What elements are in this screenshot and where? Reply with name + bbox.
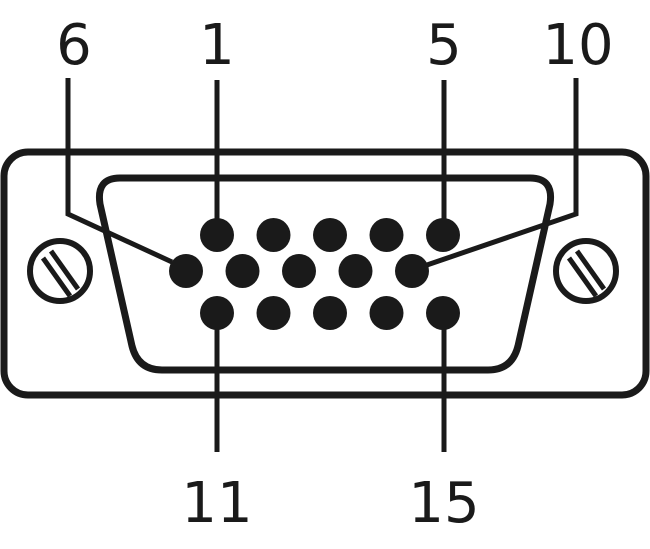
pin-3 (313, 218, 347, 252)
pin-15 (426, 296, 460, 330)
pin-4 (369, 218, 404, 252)
connector-shell (0, 148, 650, 399)
pin-12 (256, 296, 291, 330)
pin-label-5: 5 (426, 13, 462, 78)
pin-9 (338, 254, 373, 288)
pin-label-1: 1 (199, 13, 235, 78)
pin-label-10: 10 (542, 13, 613, 78)
pin-8 (282, 254, 316, 288)
screw-icon-left (27, 238, 93, 304)
pin-2 (256, 218, 291, 252)
pin-10 (395, 254, 429, 288)
pin-6 (169, 254, 203, 288)
pin-label-11: 11 (181, 471, 252, 536)
pin-1 (200, 218, 234, 252)
pin-11 (200, 296, 234, 330)
pin-label-15: 15 (408, 471, 479, 536)
d-sub-housing (95, 174, 555, 374)
pin-13 (313, 296, 347, 330)
leader-line-6 (65, 78, 174, 265)
leader-line-10 (423, 78, 579, 269)
pin-14 (369, 296, 404, 330)
pin-7 (225, 254, 260, 288)
pin-5 (426, 218, 460, 252)
pin-array (169, 218, 460, 330)
pin-label-6: 6 (56, 13, 92, 78)
screw-icon-right (553, 238, 619, 304)
